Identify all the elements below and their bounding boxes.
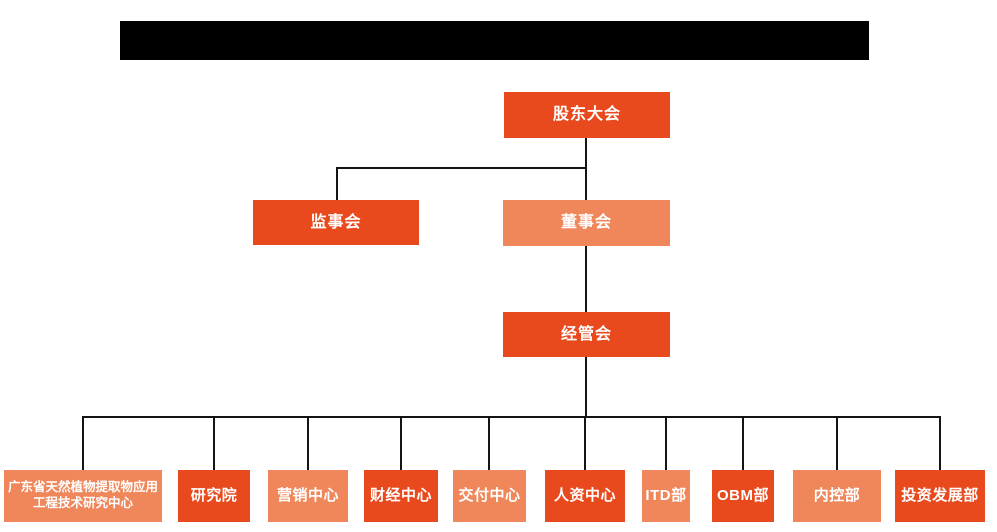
redacted-title-bar	[120, 21, 869, 60]
node-dept-research-institute: 研究院	[178, 470, 250, 522]
node-dept-delivery-center: 交付中心	[453, 470, 526, 522]
connector-branch-horizontal	[336, 167, 587, 169]
node-dept-internal-control: 内控部	[793, 470, 881, 522]
node-dept-itd: ITD部	[642, 470, 690, 522]
node-dept-finance-center: 财经中心	[364, 470, 438, 522]
node-dept-hr-center: 人资中心	[545, 470, 625, 522]
connector-dept-6	[665, 416, 667, 470]
connector-dept-1	[213, 416, 215, 470]
connector-dept-9	[939, 416, 941, 470]
node-dept-investment-development: 投资发展部	[895, 470, 985, 522]
node-board-of-directors: 董事会	[503, 200, 670, 246]
connector-dept-4	[488, 416, 490, 470]
connector-bottom-bus	[82, 416, 941, 418]
connector-dept-5	[584, 416, 586, 470]
node-shareholders-meeting: 股东大会	[504, 92, 670, 138]
node-dept-guangdong-research-center: 广东省天然植物提取物应用工程技术研究中心	[4, 470, 162, 522]
connector-dept-2	[307, 416, 309, 470]
connector-dept-8	[836, 416, 838, 470]
node-dept-marketing-center: 营销中心	[268, 470, 348, 522]
connector-dept-3	[400, 416, 402, 470]
connector-shareholders-down	[585, 138, 587, 201]
connector-dept-7	[742, 416, 744, 470]
node-management-committee: 经管会	[503, 312, 670, 357]
connector-board-management	[585, 246, 587, 312]
connector-supervisory-down	[336, 167, 338, 200]
node-dept-obm: OBM部	[712, 470, 774, 522]
node-supervisory-board: 监事会	[253, 200, 419, 245]
connector-management-down	[585, 357, 587, 417]
connector-dept-0	[82, 416, 84, 470]
